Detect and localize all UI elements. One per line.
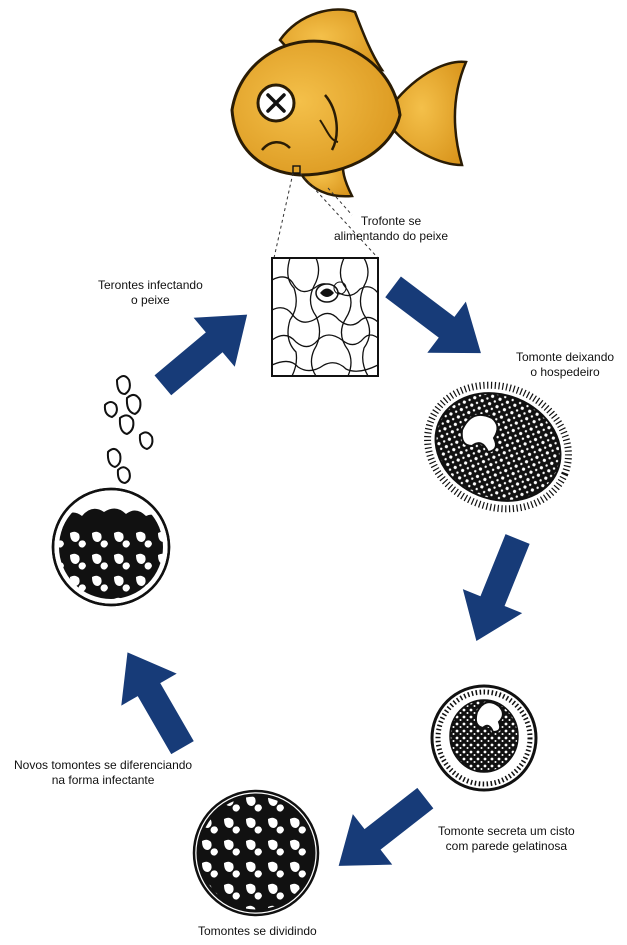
- label-tomonte-deixando: Tomonte deixando o hospedeiro: [516, 350, 614, 380]
- cycle-arrow-icon: [319, 773, 445, 891]
- label-novos-tomontes: Novos tomontes se diferenciando na forma…: [14, 758, 192, 788]
- label-trofonte: Trofonte se alimentando do peixe: [334, 214, 448, 244]
- cycle-arrow-icon: [374, 261, 500, 378]
- theronts-emerging-icon: [53, 376, 170, 605]
- cycle-arrow-icon: [142, 290, 267, 410]
- cycle-arrow-icon: [447, 527, 548, 653]
- label-tomontes-dividindo: Tomontes se dividindo: [198, 924, 317, 939]
- encysted-tomont-icon: [432, 686, 536, 790]
- label-terontes: Terontes infectando o peixe: [98, 278, 203, 308]
- tomont-leaving-host-icon: [409, 364, 587, 529]
- cycle-arrow-icon: [100, 636, 210, 763]
- label-tomonte-cisto: Tomonte secreta um cisto com parede gela…: [438, 824, 575, 854]
- trophont-in-tissue-icon: [272, 258, 378, 376]
- dividing-tomonts-icon: [190, 790, 322, 916]
- fish-icon: [232, 9, 466, 196]
